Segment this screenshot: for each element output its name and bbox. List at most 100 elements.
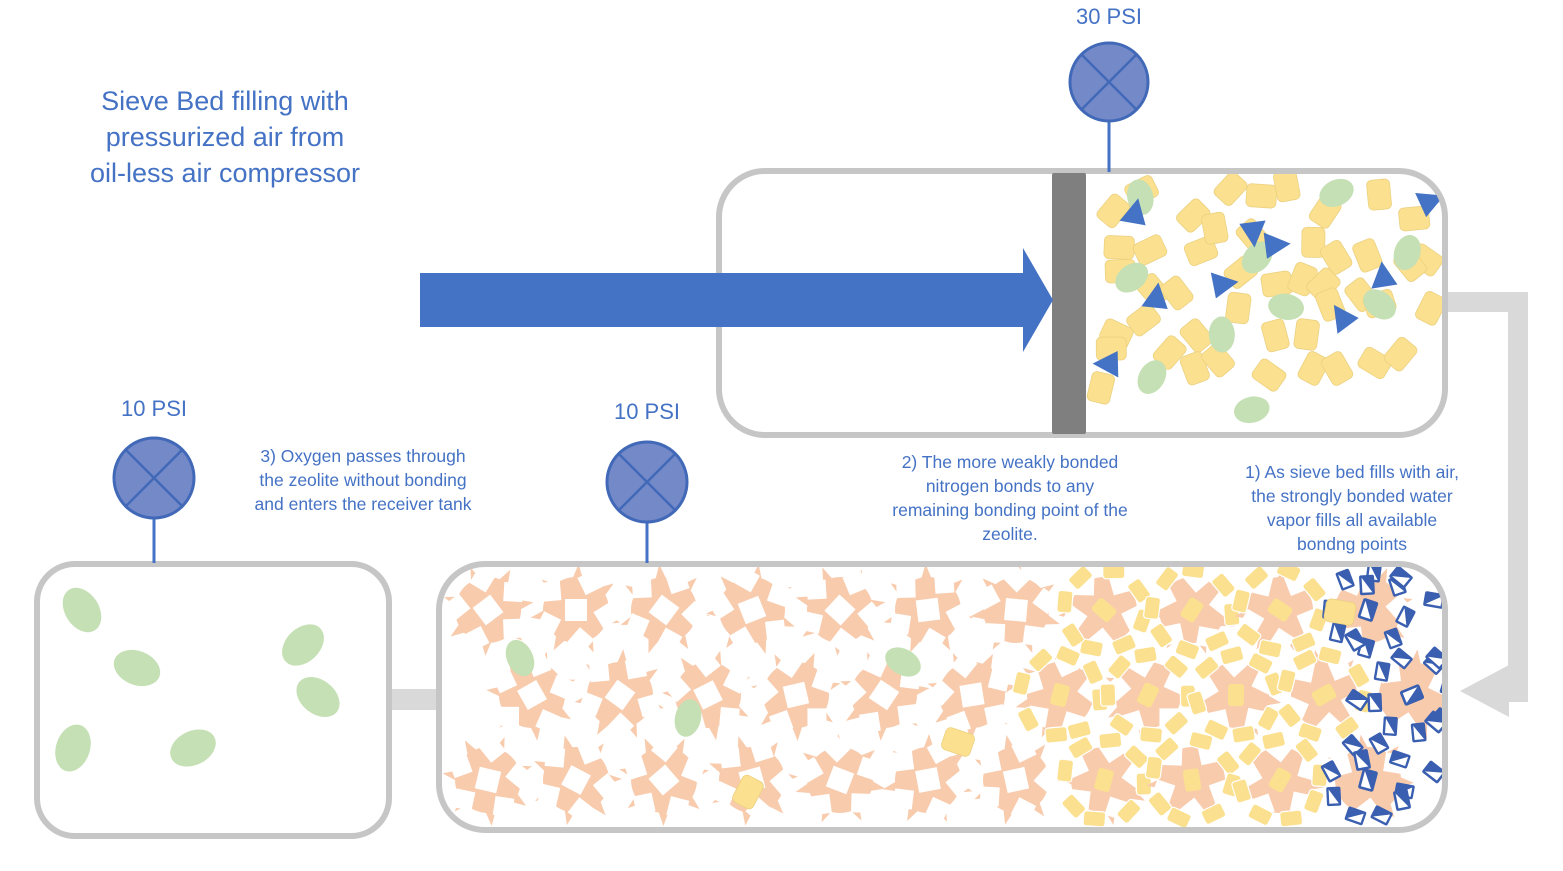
zeolite-gear (620, 567, 710, 654)
nitrogen-particle (1273, 174, 1301, 203)
nitrogen-particle (1179, 318, 1214, 353)
water-bonded-particle (1344, 806, 1367, 826)
water-vapor-particle (1119, 198, 1146, 226)
zeolite-gear-nitrogen-bonded (1099, 645, 1197, 744)
zeolite-gear-water-bonded (1320, 732, 1415, 826)
water-bonded-particle (1370, 805, 1393, 826)
water-bonded-particle (1335, 568, 1355, 591)
water-bonded-particle (1320, 760, 1342, 783)
zeolite-gear (795, 567, 886, 656)
nitrogen-particle (1323, 598, 1357, 626)
receiver-tank-particles (55, 587, 340, 772)
zeolite-gear (442, 736, 533, 826)
oxygen-particle (282, 624, 324, 666)
nitrogen-particle (1321, 351, 1354, 386)
zeolite-gear (839, 652, 930, 741)
water-bonded-particle (1359, 574, 1375, 596)
nitrogen-particle (1179, 351, 1210, 386)
nitrogen-particle (1297, 351, 1330, 386)
oxygen-particle (1319, 178, 1354, 207)
zeolite-gear (574, 649, 664, 740)
oxygen-particle (1115, 262, 1149, 293)
nitrogen-particle (1225, 291, 1252, 325)
zeolite-gear (974, 735, 1062, 825)
water-bonded-particle (1373, 661, 1391, 682)
nitrogen-particle (1126, 303, 1161, 337)
nitrogen-particle (1251, 358, 1287, 392)
water-bonded-particle (1383, 627, 1403, 650)
water-bonded-particle (1389, 567, 1413, 589)
sieve-bed-inlet-divider (1052, 173, 1086, 434)
nitrogen-particle (1293, 318, 1320, 351)
oxygen-particle (1393, 234, 1421, 271)
water-bonded-particle (1422, 760, 1442, 784)
nitrogen-particle (1103, 235, 1135, 260)
oxygen-particle (113, 649, 161, 687)
water-vapor-particle (1263, 232, 1291, 259)
zeolite-gear-nitrogen-bonded (1276, 645, 1374, 743)
sieve-bed-zeolite (442, 567, 1442, 827)
nitrogen-particle (1132, 234, 1168, 266)
water-vapor-particle (1092, 351, 1119, 378)
nitrogen-particle (1201, 342, 1235, 378)
nitrogen-particle (1357, 346, 1393, 380)
oxygen-particle (1268, 293, 1304, 320)
zeolite-gear (795, 734, 886, 823)
nitrogen-particle (941, 727, 975, 757)
zeolite-gear (486, 651, 576, 741)
gauge-10psi-mid-label: 10 PSI (613, 399, 681, 424)
arrow-to-receiver-shaft (390, 689, 446, 710)
zeolite-gear-nitrogen-bonded (1056, 567, 1154, 658)
zeolite-gear (706, 567, 795, 654)
water-bonded-particle (1344, 628, 1366, 652)
oxygen-particle (55, 724, 91, 772)
nitrogen-particle (1366, 178, 1392, 211)
water-bonded-particle (1368, 732, 1390, 755)
oxygen-particle (1208, 316, 1235, 353)
water-bonded-particle (1367, 692, 1383, 713)
water-vapor-particle (1141, 282, 1168, 309)
oxygen-particle (505, 639, 535, 677)
nitrogen-particle (1245, 183, 1278, 209)
nitrogen-particle (1352, 238, 1383, 273)
zeolite-gear (970, 567, 1060, 653)
zeolite-gear (927, 651, 1018, 741)
annotation-step2: 2) The more weakly bonded nitrogen bonds… (892, 452, 1128, 544)
annotation-step3: 3) Oxygen passes through the zeolite wit… (254, 446, 472, 514)
pressure-gauge (605, 440, 689, 563)
nitrogen-particle (1261, 318, 1290, 353)
water-bonded-particle (1382, 716, 1398, 736)
nitrogen-particle (1320, 239, 1353, 275)
water-bonded-particle (1410, 722, 1427, 743)
zeolite-gear (619, 735, 709, 826)
oxygen-particle (1363, 289, 1396, 320)
water-bonded-particle (1353, 749, 1371, 771)
water-bonded-particle (1389, 749, 1411, 769)
water-bonded-particle (1424, 710, 1442, 734)
water-bonded-particle (1395, 605, 1416, 628)
zeolite-gear (530, 567, 621, 655)
water-bonded-particle (1399, 684, 1425, 706)
oxygen-particle (296, 676, 340, 718)
gauge-10psi-left-label: 10 PSI (120, 396, 188, 421)
nitrogen-particle (1160, 275, 1194, 311)
top-chamber-particles (1086, 174, 1442, 424)
nitrogen-particle (1415, 291, 1442, 326)
water-bonded-particle (1393, 789, 1411, 811)
zeolite-gear-nitrogen-bonded (1056, 731, 1153, 827)
water-bonded-particle (1358, 768, 1378, 792)
pressure-gauge (112, 436, 196, 563)
pressure-gauge (1068, 41, 1150, 172)
oxygen-particle (885, 647, 921, 677)
water-vapor-particle (1415, 193, 1442, 218)
pipe-arrowhead-into-bed (1460, 665, 1509, 717)
water-vapor-particle (1333, 304, 1359, 334)
water-bonded-particle (1328, 622, 1347, 644)
nitrogen-particle (1383, 336, 1418, 372)
oxygen-particle (62, 587, 102, 633)
water-bonded-particle (1345, 688, 1369, 712)
zeolite-gear-nitrogen-bonded (1011, 644, 1109, 744)
oxygen-particle (674, 699, 702, 737)
